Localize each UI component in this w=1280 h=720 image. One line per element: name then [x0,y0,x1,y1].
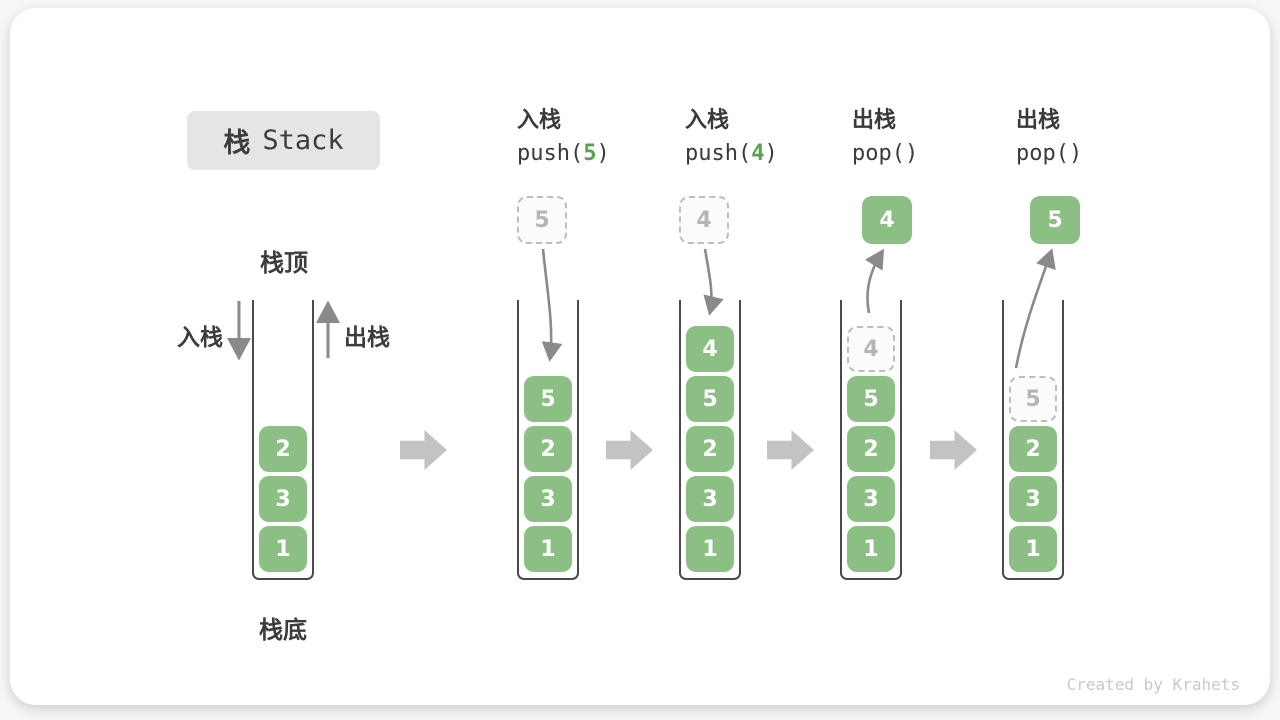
step-code: pop() [852,136,918,172]
step-label: 出栈 [852,108,897,133]
watermark: Created by Krahets [1066,675,1240,694]
title-zh: 栈 [223,128,251,159]
step-label: 入栈 [685,108,730,133]
step-header-push5: 入栈 push(5) [517,106,610,172]
stack-item: 1 [524,526,572,572]
step-label: 入栈 [517,108,562,133]
stack-item: 2 [524,426,572,472]
stack-item: 1 [847,526,895,572]
stack-item: 2 [686,426,734,472]
stack-item: 2 [259,426,307,472]
stack-item: 5 [847,376,895,422]
stack-item: 3 [259,476,307,522]
stack-item-ghost: 5 [1009,376,1057,422]
stack-item: 4 [686,326,734,372]
code-close: ) [904,141,919,166]
stack-bottom-label: 栈底 [259,616,307,644]
floating-value-popped4: 4 [862,196,912,244]
step-code: push(4) [685,136,778,172]
floating-value-push5: 5 [517,196,567,244]
code-arg: 4 [751,141,765,166]
step-code: push(5) [517,136,610,172]
floating-value-popped5: 5 [1030,196,1080,244]
pop-label: 出栈 [344,325,390,351]
step-header-push4: 入栈 push(4) [685,106,778,172]
stack-item-ghost: 4 [847,326,895,372]
step-header-pop1: 出栈 pop() [852,106,918,172]
code-close: ) [1068,141,1083,166]
stack-item: 2 [847,426,895,472]
stack-item: 1 [686,526,734,572]
code-close: ) [596,141,610,166]
push-label: 入栈 [177,325,223,351]
stack-item: 3 [524,476,572,522]
title-en: Stack [262,125,344,156]
code-open: push( [685,141,752,166]
code-open: pop( [852,141,905,166]
code-open: pop( [1016,141,1069,166]
floating-value-push4: 4 [679,196,729,244]
step-code: pop() [1016,136,1082,172]
stack-item: 2 [1009,426,1057,472]
stack-item: 1 [1009,526,1057,572]
stack-item: 5 [686,376,734,422]
code-open: push( [517,141,584,166]
stack-item: 3 [847,476,895,522]
step-header-pop2: 出栈 pop() [1016,106,1082,172]
code-close: ) [764,141,778,166]
stack-item: 3 [686,476,734,522]
code-arg: 5 [583,141,597,166]
title-chip: 栈 Stack [187,111,380,170]
stack-item: 3 [1009,476,1057,522]
step-label: 出栈 [1016,108,1061,133]
stack-item: 5 [524,376,572,422]
stack-item: 1 [259,526,307,572]
stack-top-label: 栈顶 [260,249,308,277]
